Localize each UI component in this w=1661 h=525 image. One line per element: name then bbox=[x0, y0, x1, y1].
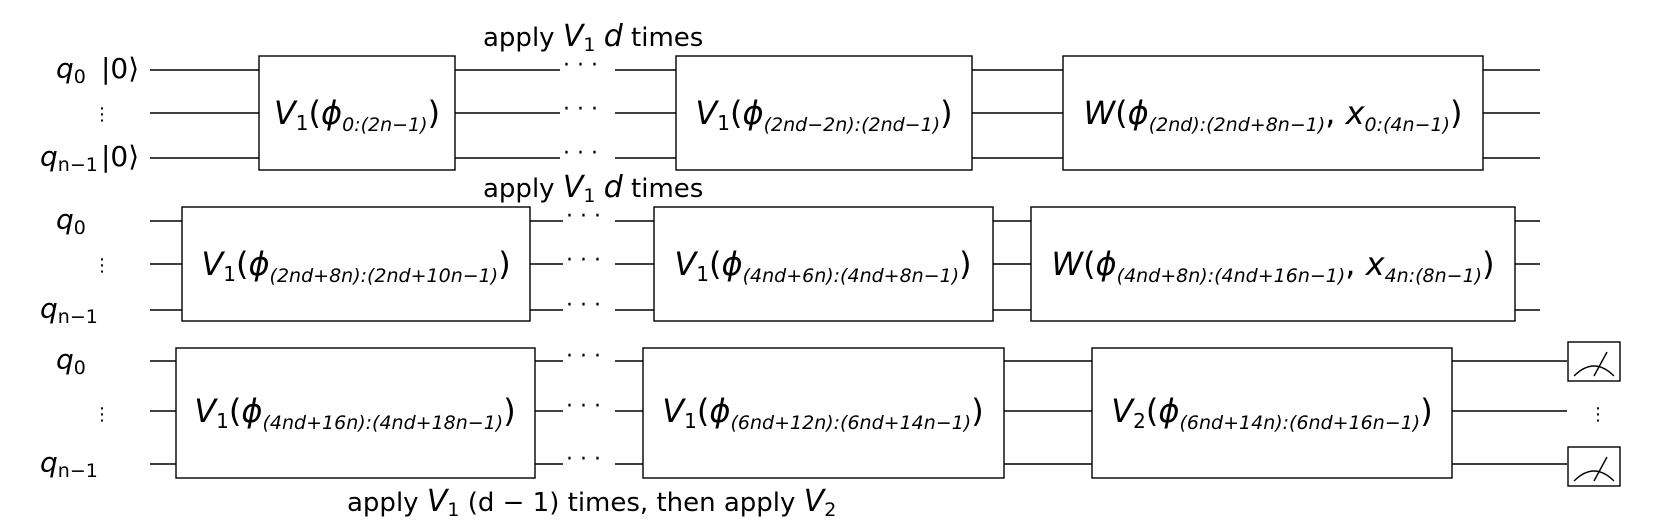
ellipsis-dots: · · · bbox=[566, 344, 601, 369]
qubit-label-q0: q0 bbox=[56, 52, 86, 88]
vertical-ellipsis: ⋮ bbox=[93, 104, 111, 125]
qubit-label-qn-1: qn−1 bbox=[40, 140, 98, 176]
gate-label: V1(ϕ(2nd−2n):(2nd−1)) bbox=[695, 94, 952, 136]
qubit-label-q0: q0 bbox=[56, 343, 86, 379]
ket-zero: |0⟩ bbox=[101, 140, 139, 173]
ellipsis-dots: · · · bbox=[563, 141, 598, 166]
gate-label: W(ϕ(4nd+8n):(4nd+16n−1), x4n:(8n−1)) bbox=[1051, 245, 1494, 287]
row-annotation: apply V1 (d − 1) times, then apply V2 bbox=[347, 484, 836, 521]
gate-label: V1(ϕ(4nd+16n):(4nd+18n−1)) bbox=[194, 392, 515, 434]
vertical-ellipsis: ⋮ bbox=[93, 255, 111, 276]
gate-label: V1(ϕ(4nd+6n):(4nd+8n−1)) bbox=[674, 245, 971, 287]
gate-box: V2(ϕ(6nd+14n):(6nd+16n−1)) bbox=[1091, 347, 1453, 479]
gate-label: V2(ϕ(6nd+14n):(6nd+16n−1)) bbox=[1111, 392, 1432, 434]
vertical-ellipsis: ⋮ bbox=[93, 404, 111, 425]
ellipsis-dots: · · · bbox=[563, 53, 598, 78]
gate-box: V1(ϕ0:(2n−1)) bbox=[258, 55, 456, 171]
ellipsis-dots: · · · bbox=[563, 97, 598, 122]
ellipsis-dots: · · · bbox=[566, 293, 601, 318]
circuit-row-3: q0 ⋮ qn−1 · · · · · · · · · V1(ϕ(4nd+16n… bbox=[40, 341, 1621, 521]
ellipsis-dots: · · · bbox=[566, 248, 601, 273]
circuit-row-2: q0 ⋮ qn−1 apply V1 d times · · · · · · ·… bbox=[40, 170, 1540, 328]
ellipsis-dots: · · · bbox=[566, 447, 601, 472]
gate-label: V1(ϕ(6nd+12n):(6nd+14n−1)) bbox=[662, 392, 983, 434]
gate-box: W(ϕ(2nd):(2nd+8n−1), x0:(4n−1)) bbox=[1062, 55, 1484, 171]
vertical-ellipsis: ⋮ bbox=[1589, 404, 1607, 425]
gate-label: V1(ϕ(2nd+8n):(2nd+10n−1)) bbox=[201, 245, 510, 287]
gate-box: V1(ϕ(2nd−2n):(2nd−1)) bbox=[675, 55, 973, 171]
row-annotation: apply V1 d times bbox=[483, 19, 703, 56]
circuit-row-1: q0 |0⟩ ⋮ qn−1 |0⟩ apply V1 d times · · ·… bbox=[40, 19, 1540, 176]
gate-box: W(ϕ(4nd+8n):(4nd+16n−1), x4n:(8n−1)) bbox=[1030, 206, 1516, 322]
gate-label: W(ϕ(2nd):(2nd+8n−1), x0:(4n−1)) bbox=[1084, 94, 1463, 136]
ellipsis-dots: · · · bbox=[566, 204, 601, 229]
ellipsis-dots: · · · bbox=[566, 394, 601, 419]
qubit-label-qn-1: qn−1 bbox=[40, 446, 98, 482]
measurement-meter-icon bbox=[1567, 341, 1621, 382]
gate-box: V1(ϕ(6nd+12n):(6nd+14n−1)) bbox=[642, 347, 1005, 479]
qubit-label-q0: q0 bbox=[56, 203, 86, 239]
gate-label: V1(ϕ0:(2n−1)) bbox=[274, 94, 440, 136]
row-annotation: apply V1 d times bbox=[483, 170, 703, 207]
ket-zero: |0⟩ bbox=[101, 52, 139, 85]
measurement-meter-icon bbox=[1567, 446, 1621, 487]
gate-box: V1(ϕ(4nd+6n):(4nd+8n−1)) bbox=[653, 206, 994, 322]
gate-box: V1(ϕ(4nd+16n):(4nd+18n−1)) bbox=[175, 347, 536, 479]
qubit-label-qn-1: qn−1 bbox=[40, 292, 98, 328]
gate-box: V1(ϕ(2nd+8n):(2nd+10n−1)) bbox=[181, 206, 531, 322]
